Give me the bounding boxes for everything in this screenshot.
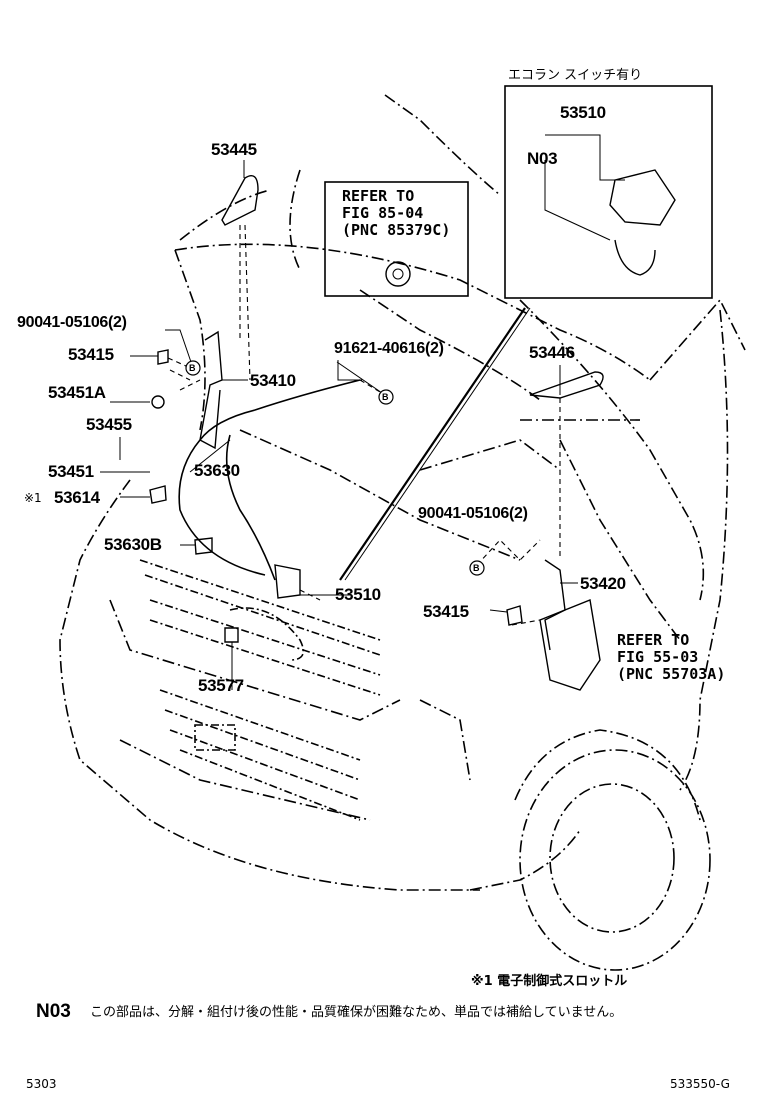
note-n03-code: N03: [36, 1001, 71, 1022]
refer-55-03-line1: REFER TO: [617, 631, 690, 649]
leader-lines: [100, 134, 625, 690]
hinge-cover-right: [529, 371, 604, 399]
note-n03-text: この部品は、分解・組付け後の性能・品質確保が困難なため、単品では補給していません…: [90, 1005, 623, 1020]
grommet: [385, 261, 411, 287]
vehicle-body-outline: [59, 94, 746, 891]
inset-title: エコラン スイッチ有り: [508, 68, 643, 83]
part-label-53415-left: 53415: [68, 345, 114, 364]
b-marker-text-center: B: [382, 392, 389, 402]
hood-lock: [274, 564, 301, 599]
refer-box-85-04: [324, 181, 469, 297]
part-label-91621: 91621-40616(2): [334, 340, 444, 357]
part-label-53410: 53410: [250, 371, 296, 390]
figure-code: 533550-G: [670, 1077, 730, 1091]
part-label-90041-right: 90041-05106(2): [418, 505, 528, 522]
b-markers: [185, 360, 485, 576]
part-label-53577: 53577: [198, 676, 244, 695]
refer-85-04-line3: (PNC 85379C): [342, 221, 451, 239]
hood-prop-rod: [339, 307, 526, 581]
hood-lock-inset: [609, 169, 676, 226]
refer-55-03-line2: FIG 55-03: [617, 648, 699, 666]
b-marker-left: [185, 360, 201, 376]
b-marker-text-left: B: [189, 363, 196, 373]
page-code: 5303: [26, 1077, 57, 1091]
front-wheel: [514, 729, 711, 971]
part-label-53451: 53451: [48, 462, 94, 481]
hinge-cover-left: [221, 175, 259, 226]
part-label-53415-right: 53415: [423, 602, 469, 621]
inset-box: [504, 85, 713, 299]
part-label-53510: 53510: [335, 585, 381, 604]
part-label-n03-inset: N03: [527, 149, 558, 168]
radiator-grille: [139, 559, 381, 821]
part-label-53630b: 53630B: [104, 535, 162, 554]
part-label-53630: 53630: [194, 461, 240, 480]
hood-support-bracket: [539, 599, 601, 691]
note-1: ※1 電子制御式スロットル: [471, 974, 628, 989]
part-label-53510-inset: 53510: [560, 103, 606, 122]
hood-hinge-left: [199, 330, 223, 450]
part-label-53614-mark: ※1: [24, 491, 42, 505]
inset-wire: [614, 239, 656, 276]
part-label-53445: 53445: [211, 140, 257, 159]
part-label-53451a: 53451A: [48, 383, 106, 402]
part-label-90041-left: 90041-05106(2): [17, 314, 127, 331]
part-label-53455: 53455: [86, 415, 132, 434]
b-marker-right: [469, 560, 485, 576]
part-label-53446: 53446: [529, 343, 575, 362]
part-label-53420: 53420: [580, 574, 626, 593]
b-marker-text-right: B: [473, 563, 480, 573]
refer-85-04-line2: FIG 85-04: [342, 204, 424, 222]
refer-85-04-line1: REFER TO: [342, 187, 415, 205]
part-label-53614: 53614: [54, 488, 100, 507]
refer-55-03-line3: (PNC 55703A): [617, 665, 726, 683]
hood-hinge-right: [544, 559, 566, 651]
b-marker-center: [378, 389, 394, 405]
